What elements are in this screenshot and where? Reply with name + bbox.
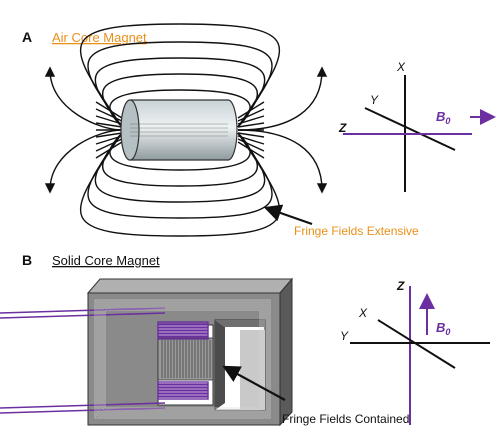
pole-line-right bbox=[237, 101, 265, 119]
field-line-open bbox=[237, 129, 323, 191]
fringe-field-lines bbox=[44, 23, 328, 237]
pole-line-right bbox=[237, 138, 265, 152]
field-line-open bbox=[49, 69, 123, 131]
panel-a-letter: A bbox=[22, 29, 32, 45]
panel-a-caption: Fringe Fields Extensive bbox=[294, 224, 419, 238]
pole-line-right bbox=[237, 141, 265, 159]
coil-turn-upper bbox=[157, 333, 209, 337]
axis-x-label-a: X bbox=[396, 60, 406, 74]
coil-turn-upper bbox=[157, 327, 209, 331]
axis-x-label-b: X bbox=[358, 306, 368, 320]
frame-wrap bbox=[102, 307, 263, 411]
field-line-open bbox=[237, 69, 323, 131]
field-line-top bbox=[79, 23, 281, 128]
field-arrowhead bbox=[44, 66, 56, 77]
field-line-open bbox=[49, 129, 123, 191]
coil-turn-lower bbox=[157, 393, 209, 397]
pole-line-right bbox=[237, 132, 265, 138]
field-line-bottom bbox=[79, 132, 281, 237]
frame-wrap bbox=[94, 299, 271, 419]
pole-line-left bbox=[95, 135, 123, 145]
pole-line-left bbox=[95, 138, 123, 152]
pole-line-left bbox=[95, 101, 123, 119]
fringe-arrow-b bbox=[222, 365, 286, 401]
coil-turn-lower bbox=[157, 396, 209, 400]
coil-turn-lower bbox=[157, 381, 209, 385]
pole-line-right bbox=[237, 135, 265, 145]
b0-label-a: B0 bbox=[436, 109, 450, 126]
solid-core-magnet bbox=[0, 277, 294, 427]
panel-b-title: Solid Core Magnet bbox=[52, 253, 160, 268]
axis-y-label-a: Y bbox=[370, 93, 379, 107]
frame-wrap bbox=[96, 301, 269, 417]
axis-z-label-a: Z bbox=[338, 121, 347, 135]
pole-line-left bbox=[95, 132, 123, 138]
axis-z-label-b: Z bbox=[396, 279, 405, 293]
coil-turn-upper bbox=[157, 336, 209, 340]
pole-line-left bbox=[95, 141, 123, 159]
panel-b-letter: B bbox=[22, 252, 32, 268]
axes-a: X Y Z B0 bbox=[338, 60, 496, 192]
pole-line-right bbox=[237, 115, 265, 125]
panel-b-caption: Fringe Fields Contained bbox=[282, 412, 409, 426]
fringe-arrow-a bbox=[263, 204, 313, 226]
pole-line-right bbox=[237, 122, 265, 128]
b0-label-b: B0 bbox=[436, 320, 450, 337]
coil-turn-upper bbox=[157, 321, 209, 325]
pole-line-left bbox=[95, 108, 123, 122]
field-arrowhead bbox=[316, 66, 328, 77]
pole-line-right bbox=[237, 108, 265, 122]
field-arrowhead bbox=[316, 183, 328, 194]
frame-wrap bbox=[104, 309, 261, 409]
pole-line-left bbox=[95, 122, 123, 128]
frame-wrap bbox=[98, 303, 267, 415]
panel-a-title: Air Core Magnet bbox=[52, 30, 147, 45]
frame-wrap bbox=[100, 305, 265, 413]
axis-y-label-b: Y bbox=[340, 329, 349, 343]
axes-b: Z X Y B0 bbox=[340, 279, 490, 425]
coil-turn-lower bbox=[157, 384, 209, 388]
coil-turn-lower bbox=[157, 390, 209, 394]
field-arrowhead bbox=[44, 183, 56, 194]
coil-turn-lower bbox=[157, 387, 209, 391]
air-core-cylinder bbox=[120, 99, 238, 161]
pole-line-left bbox=[95, 115, 123, 125]
coil-turn-upper bbox=[157, 324, 209, 328]
coil-turn-upper bbox=[157, 330, 209, 334]
